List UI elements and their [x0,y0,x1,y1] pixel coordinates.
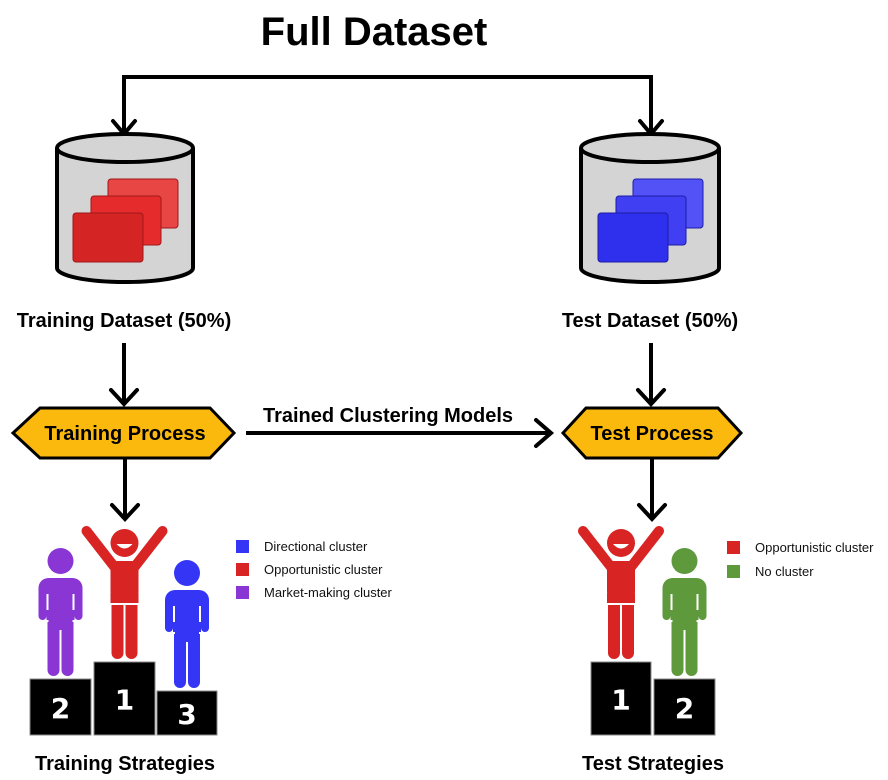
person-figure-icon [165,560,209,688]
arrow-down-icon [109,388,139,407]
figure-torso [662,578,707,630]
figure-arm [129,526,168,572]
smile-icon [116,544,133,549]
podium-block [29,678,92,736]
person-figure-icon [81,526,168,659]
legend-item: Opportunistic cluster [727,540,874,555]
training-process-label: Training Process [44,423,205,445]
legend-label: Market-making cluster [264,585,393,600]
smile-icon [613,544,629,549]
arrow-down-icon [637,503,667,522]
trained-models-connector: Trained Clustering Models [246,405,555,448]
legend-swatch [727,565,740,578]
podium-rank-number: 1 [115,684,134,717]
legend-label: No cluster [755,564,814,579]
legend-label: Opportunistic cluster [755,540,874,555]
figure-leg [174,634,186,688]
figure-leg [685,622,698,676]
legend-label: Opportunistic cluster [264,562,383,577]
test-database-icon [579,132,721,284]
podium-block [590,661,652,736]
trained-models-label: Trained Clustering Models [263,405,513,427]
training-dataset-arrow [109,343,139,407]
legend-item: Market-making cluster [236,585,393,600]
test-dataset-label: Test Dataset (50%) [562,310,738,332]
figure-head [671,548,698,574]
training-process-node: Training Process [10,406,237,460]
figure-torso [165,590,209,642]
person-figure-icon [662,548,707,676]
diagram-title: Full Dataset [261,10,488,54]
podium-rank-number: 3 [177,698,196,731]
figure-head [174,560,200,586]
figure-arm [578,526,616,572]
arrow-down-icon [636,388,666,407]
podium-place-3: 3 [156,560,218,736]
training-database-icon [55,132,195,284]
figure-hips [110,593,139,603]
legend-swatch [236,540,249,553]
test-legend: Opportunistic cluster No cluster [727,540,874,579]
podium-place-2: 2 [653,548,716,736]
test-process-label: Test Process [590,423,713,445]
data-card-front [597,212,669,263]
test-process-arrow [637,459,667,522]
training-process-arrow [110,459,140,522]
figure-leg [622,605,634,659]
legend-item: Opportunistic cluster [236,562,383,577]
figure-arm [626,526,664,572]
podium-block [653,678,716,736]
data-card-front [72,212,144,263]
person-figure-icon [38,548,83,676]
arrow-right-icon [534,418,555,448]
figure-torso [38,578,83,630]
figure-head [110,529,139,557]
figure-leg [188,634,200,688]
training-podium: 2 1 3 [29,526,218,736]
test-dataset-arrow [636,343,666,407]
figure-head [607,529,635,557]
person-figure-icon [578,526,664,659]
legend-swatch [727,541,740,554]
process-hexagon [560,406,744,460]
podium-rank-number: 1 [611,684,630,717]
figure-leg [111,605,124,659]
podium-rank-number: 2 [675,692,694,725]
training-strategies-caption: Training Strategies [35,753,215,775]
podium-place-1: 1 [578,526,664,736]
legend-swatch [236,563,249,576]
figure-arm [81,526,120,572]
training-dataset-label: Training Dataset (50%) [17,310,232,332]
test-strategies-caption: Test Strategies [582,753,724,775]
figure-leg [671,622,684,676]
podium-block [156,690,218,736]
split-connector [111,75,664,138]
figure-leg [125,605,138,659]
legend-swatch [236,586,249,599]
podium-rank-number: 2 [51,692,70,725]
test-process-node: Test Process [560,406,744,460]
figure-leg [61,622,74,676]
figure-leg [608,605,620,659]
figure-head [47,548,74,574]
arrow-down-icon [110,503,140,522]
podium-block [93,661,156,736]
figure-hips [607,593,635,603]
legend-item: No cluster [727,564,814,579]
podium-place-1: 1 [81,526,168,736]
figure-leg [47,622,60,676]
podium-place-2: 2 [29,548,92,736]
legend-label: Directional cluster [264,539,368,554]
process-hexagon [10,406,237,460]
legend-item: Directional cluster [236,539,368,554]
